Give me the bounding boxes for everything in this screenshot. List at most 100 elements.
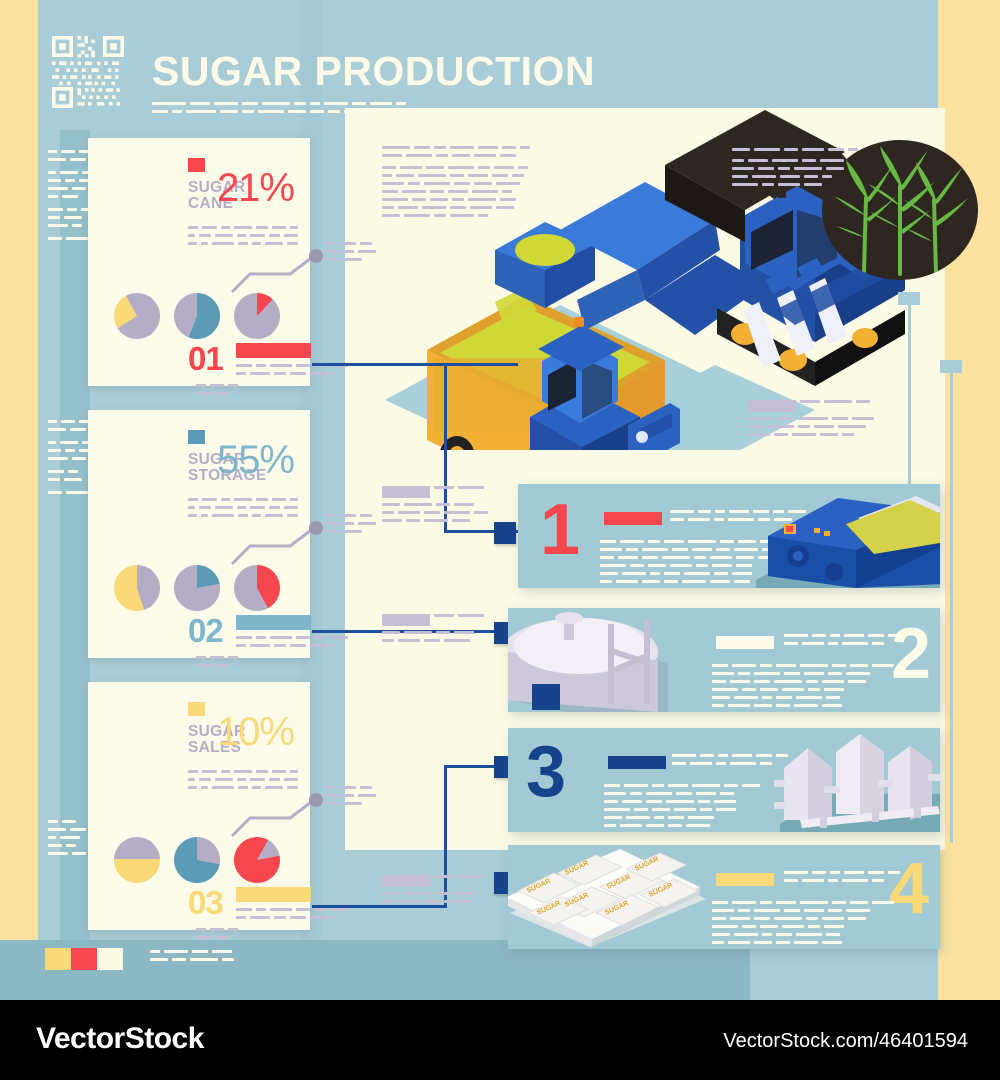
card-2-percent: 55% xyxy=(216,438,295,482)
step-3-refinery-icon xyxy=(774,734,940,832)
card-2-number: 02 xyxy=(188,612,224,649)
card-3-percent: 10% xyxy=(216,710,295,754)
card-1-description xyxy=(188,226,298,250)
title-subtext xyxy=(152,102,406,118)
connector-v-1 xyxy=(444,363,447,533)
card-2-swatch-icon xyxy=(188,430,205,444)
step-3-body xyxy=(604,784,804,832)
watermark-url: VectorStock.com/46401594 xyxy=(723,1030,968,1052)
step-1-text xyxy=(670,510,807,526)
step-1-crusher-icon xyxy=(756,496,940,588)
card-1-bar xyxy=(236,343,311,358)
step-2-bar xyxy=(716,636,774,649)
step-2-body xyxy=(712,664,924,712)
card-1-leader-line xyxy=(230,249,323,294)
step-panel-2[interactable]: 2 xyxy=(508,608,940,712)
watermark-bar xyxy=(0,1000,1000,1080)
connector-h-1b xyxy=(444,530,524,533)
swatch-red xyxy=(71,948,97,970)
watermark-brand: VectorStock xyxy=(36,1022,204,1055)
card-1-pie-1 xyxy=(114,293,160,339)
step-4-body xyxy=(712,901,924,949)
card-2-description xyxy=(188,498,298,522)
card-2-footer-text xyxy=(236,636,366,652)
card-2-pie-3 xyxy=(234,565,280,611)
card-1-number: 01 xyxy=(188,340,224,377)
vertical-connector-1 xyxy=(908,305,911,495)
card-1-pie-3 xyxy=(234,293,280,339)
card-2-leader-line xyxy=(230,521,323,566)
swatch-yellow xyxy=(45,948,71,970)
connector-label-3 xyxy=(382,875,518,908)
card-3-leader-line xyxy=(230,793,323,838)
card-1-swatch-icon xyxy=(188,158,205,172)
card-3-pie-2 xyxy=(174,837,220,883)
vertical-connector-cap-1 xyxy=(898,292,920,305)
connector-label-2 xyxy=(382,614,518,647)
connector-v-3 xyxy=(444,765,447,908)
card-1-footer-text xyxy=(236,364,366,380)
left-yellow-stripe xyxy=(0,0,38,1000)
bottom-swatch-text xyxy=(150,950,270,966)
card-3-footer-left xyxy=(196,928,242,944)
connector-label-1 xyxy=(382,486,518,527)
left-margin-text-2 xyxy=(48,420,91,499)
card-3-bar xyxy=(236,887,311,902)
step-panel-1[interactable]: 1 xyxy=(518,484,940,588)
harvester-illustration xyxy=(385,110,930,450)
card-2-pie-2 xyxy=(174,565,220,611)
left-margin-text-1 xyxy=(48,150,91,245)
step-2-text xyxy=(784,634,920,650)
card-3-number: 03 xyxy=(188,884,224,921)
vertical-connector-2 xyxy=(950,373,953,843)
step-4-sugar-packets-icon: SUGAR SUGAR SUGAR SUGAR SUGAR SUGAR SUGA… xyxy=(508,849,706,947)
step-3-bar xyxy=(608,756,666,769)
card-3-pie-3 xyxy=(234,837,280,883)
illustration-text-bottom xyxy=(748,400,898,441)
illustration-text-top xyxy=(382,146,530,222)
card-3-swatch-icon xyxy=(188,702,205,716)
step-2-tank-icon xyxy=(508,612,668,712)
sugarcane-plants-icon xyxy=(822,140,978,280)
card-2-pie-1 xyxy=(114,565,160,611)
card-3-pie-1 xyxy=(114,837,160,883)
qr-code-icon xyxy=(52,36,124,108)
connector-cap-1 xyxy=(494,522,516,544)
card-1-footer-left xyxy=(196,364,242,400)
palette-swatch xyxy=(45,948,123,970)
left-teal-strip xyxy=(60,130,90,940)
illustration-text-right xyxy=(732,148,872,191)
step-1-bar xyxy=(604,512,662,525)
vertical-connector-cap-2 xyxy=(940,360,962,373)
step-panel-4[interactable]: SUGAR SUGAR SUGAR SUGAR SUGAR SUGAR SUGA… xyxy=(508,845,940,949)
connector-h-1 xyxy=(312,363,518,366)
card-1-pie-2 xyxy=(174,293,220,339)
step-3-number: 3 xyxy=(526,732,566,812)
page-title: SUGAR PRODUCTION xyxy=(152,48,596,94)
step-2-number: 2 xyxy=(890,614,931,694)
step-3-text xyxy=(672,754,800,770)
step-panel-3[interactable]: 3 xyxy=(508,728,940,832)
swatch-cream xyxy=(97,948,123,970)
card-3-description xyxy=(188,770,298,794)
card-1-percent: 21% xyxy=(216,166,295,210)
step-1-number: 1 xyxy=(540,490,580,570)
card-3-footer-text xyxy=(236,908,366,924)
left-margin-text-3 xyxy=(48,820,90,860)
card-2-bar xyxy=(236,615,311,630)
card-3-callout-text xyxy=(326,786,392,810)
step-4-text xyxy=(784,871,914,887)
bottom-teal-band xyxy=(0,940,750,1000)
step-4-number: 4 xyxy=(888,849,929,929)
connector-h-3 xyxy=(312,905,444,908)
connector-h-3b xyxy=(444,765,524,768)
card-2-footer-left xyxy=(196,656,242,672)
right-yellow-stripe xyxy=(938,0,1000,1000)
